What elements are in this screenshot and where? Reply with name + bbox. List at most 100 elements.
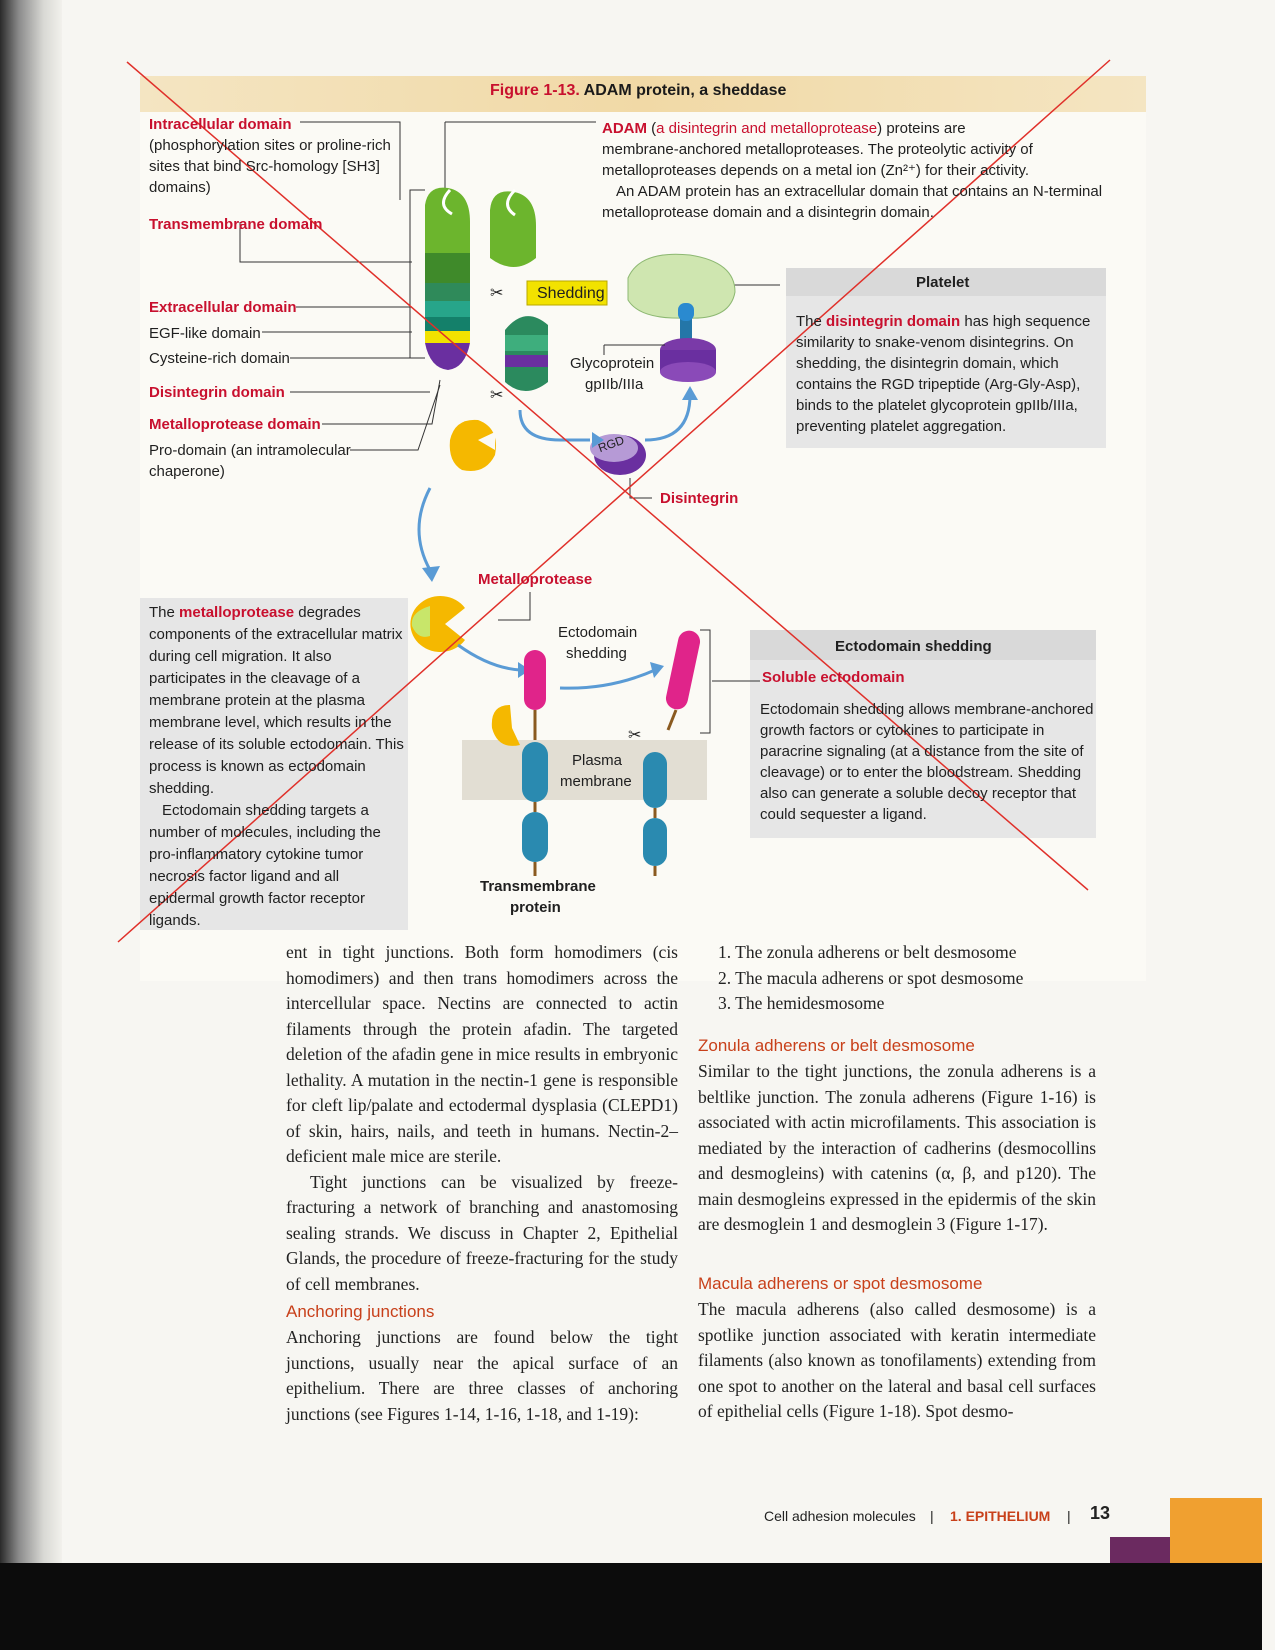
metallo-line-14: epidermal growth factor receptor xyxy=(149,890,365,907)
plasma-membrane-label-2: membrane xyxy=(560,773,632,790)
figure-header-band xyxy=(140,76,1146,112)
adam-text-line-4: An ADAM protein has an extracellular dom… xyxy=(616,183,1103,200)
figure-title: Figure 1-13. ADAM protein, a sheddase xyxy=(490,82,786,100)
adam-text-line-2: membrane-anchored metalloproteases. The … xyxy=(602,141,1033,158)
macula-paragraph: The macula adherens (also called desmoso… xyxy=(698,1299,1096,1421)
adam-protein-shed xyxy=(490,188,536,267)
book-spine-shadow xyxy=(0,0,62,1650)
adam-text-line-5: metalloprotease domain and a disintegrin… xyxy=(602,204,934,221)
leader-line-intracellular xyxy=(300,121,401,200)
leader-line-metalloprotease-label xyxy=(498,592,531,621)
transmembrane-protein-left xyxy=(491,650,548,876)
platelet-line-3: shedding, the disintegrin domain, which xyxy=(796,355,1059,372)
leader-line-metalloprotease xyxy=(322,379,441,425)
glycoprotein-label-1: Glycoprotein xyxy=(570,355,655,372)
platelet-cell xyxy=(627,253,736,382)
leader-line-disintegrin-label xyxy=(629,478,652,499)
metallo-line-1-c: degrades xyxy=(298,604,361,621)
glycoprotein-label-2: gpIIb/IIIa xyxy=(585,376,644,393)
left-paragraph-1: ent in tight junctions. Both form homodi… xyxy=(286,942,678,1166)
bracket-adam xyxy=(409,189,425,359)
ecto-line-2: growth factors or cytokines to participa… xyxy=(760,722,1045,739)
platelet-line-6: preventing platelet aggregation. xyxy=(796,418,1007,435)
figure-title-text: ADAM protein, a sheddase xyxy=(583,82,787,99)
shedding-badge xyxy=(526,280,608,306)
metallo-line-1: The metalloprotease degrades xyxy=(149,602,361,623)
label-metalloprotease-domain: Metalloprotease domain xyxy=(149,416,321,433)
label-transmembrane-domain: Transmembrane domain xyxy=(149,216,323,233)
prodomain-piece xyxy=(449,419,496,471)
platelet-line-1: The disintegrin domain has high sequence xyxy=(796,311,1090,332)
heading-zonula-adherens: Zonula adherens or belt desmosome xyxy=(698,1036,975,1055)
transmembrane-protein-right xyxy=(643,752,667,876)
arrow-to-rgd xyxy=(518,409,590,442)
scan-bottom-band xyxy=(0,1563,1262,1650)
metallo-line-11: number of molecules, including the xyxy=(149,824,381,841)
metallo-line-4: participates in the cleavage of a xyxy=(149,670,360,687)
scissors-icon: ✂ xyxy=(490,285,503,302)
shedding-label: Shedding xyxy=(537,285,605,302)
arrow-to-glycoprotein xyxy=(644,394,692,442)
label-cysteine-rich-domain: Cysteine-rich domain xyxy=(149,350,290,367)
transmembrane-protein-label-1: Transmembrane xyxy=(480,878,596,895)
platelet-line-1-b: disintegrin domain xyxy=(826,313,961,330)
metallo-line-2: components of the extracellular matrix xyxy=(149,626,403,643)
label-prodomain-1: Pro-domain (an intramolecular xyxy=(149,442,351,459)
metalloprotease-box xyxy=(140,598,408,930)
footer-section: Cell adhesion molecules xyxy=(764,1508,916,1524)
scissors-icon-2: ✂ xyxy=(490,387,503,404)
platelet-line-1-c: has high sequence xyxy=(964,313,1091,330)
adam-protein-intact xyxy=(425,187,470,370)
label-intracellular-desc-1: (phosphorylation sites or proline-rich xyxy=(149,137,391,154)
footer-chapter: 1. EPITHELIUM xyxy=(950,1508,1051,1524)
zonula-paragraph: Similar to the tight junctions, the zonu… xyxy=(698,1061,1096,1234)
junction-list: 1. The zonula adherens or belt desmosome… xyxy=(718,940,1098,1017)
shed-ectodomain-barrel xyxy=(505,316,548,391)
platelet-line-5: binds to the platelet glycoprotein gpIIb… xyxy=(796,397,1078,414)
ectodomain-shedding-label-2: shedding xyxy=(566,645,627,662)
adam-line1-tail: ) proteins are xyxy=(877,120,966,137)
adam-paren-open: ( xyxy=(651,120,657,137)
metallo-line-1-b: metalloprotease xyxy=(179,604,295,621)
list-item-1: 1. The zonula adherens or belt desmosome xyxy=(718,942,1017,962)
platelet-box-header xyxy=(786,268,1106,296)
left-paragraph-3-wrap: Anchoring junctions are found below the … xyxy=(286,1325,678,1427)
heading-macula-adherens: Macula adherens or spot desmosome xyxy=(698,1274,983,1293)
metallo-line-10: Ectodomain shedding targets a xyxy=(162,802,369,819)
transmembrane-protein-label-2: protein xyxy=(510,899,561,916)
adam-text-line-1: ADAM (a disintegrin and metalloprotease)… xyxy=(602,118,966,139)
metallo-line-7: release of its soluble ectodomain. This xyxy=(149,736,404,753)
label-intracellular-domain: Intracellular domain xyxy=(149,116,292,133)
metalloprotease-pacman xyxy=(410,596,465,652)
label-egf-like-domain: EGF-like domain xyxy=(149,325,261,342)
soluble-ectodomain xyxy=(665,630,701,731)
metallo-line-13: necrosis factor ligand and all xyxy=(149,868,340,885)
platelet-line-2: similarity to snake-venom disintegrins. … xyxy=(796,334,1074,351)
ecto-line-4: cleavage) or to enter the bloodstream. S… xyxy=(760,764,1082,781)
heading-anchoring-junctions: Anchoring junctions xyxy=(286,1302,435,1321)
leader-line-prodomain xyxy=(350,384,441,451)
label-intracellular-desc-3: domains) xyxy=(149,179,211,196)
metalloprotease-label: Metalloprotease xyxy=(478,571,593,588)
metallo-line-3: during cell migration. It also xyxy=(149,648,332,665)
platelet-line-4: contains the RGD tripeptide (Arg-Gly-Asp… xyxy=(796,376,1081,393)
list-item-3: 3. The hemidesmosome xyxy=(718,993,885,1013)
leader-line-transmembrane xyxy=(239,222,412,263)
scissors-icon-3: ✂ xyxy=(628,727,641,744)
footer-separator-2: | xyxy=(1067,1508,1071,1524)
ecto-box-title: Ectodomain shedding xyxy=(835,638,992,655)
arrow-down xyxy=(417,487,432,571)
soluble-ectodomain-label: Soluble ectodomain xyxy=(762,669,905,686)
label-intracellular-desc-2: sites that bind Src-homology [SH3] xyxy=(149,158,380,175)
ecto-line-3: paracrine signaling (at a distance from … xyxy=(760,743,1084,760)
adam-text-line-3: metalloproteases depends on a metal ion … xyxy=(602,162,1030,179)
adam-expansion: a disintegrin and metalloprotease xyxy=(656,120,878,137)
platelet-line-1-a: The xyxy=(796,313,822,330)
metallo-line-12: pro-inflammatory cytokine tumor xyxy=(149,846,364,863)
list-item-2: 2. The macula adherens or spot desmosome xyxy=(718,967,1024,988)
ecto-line-6: could sequester a ligand. xyxy=(760,806,927,823)
ecto-line-5: also can generate a soluble decoy recept… xyxy=(760,785,1077,802)
metallo-line-9: shedding. xyxy=(149,780,215,797)
ectodomain-box xyxy=(750,630,1096,838)
